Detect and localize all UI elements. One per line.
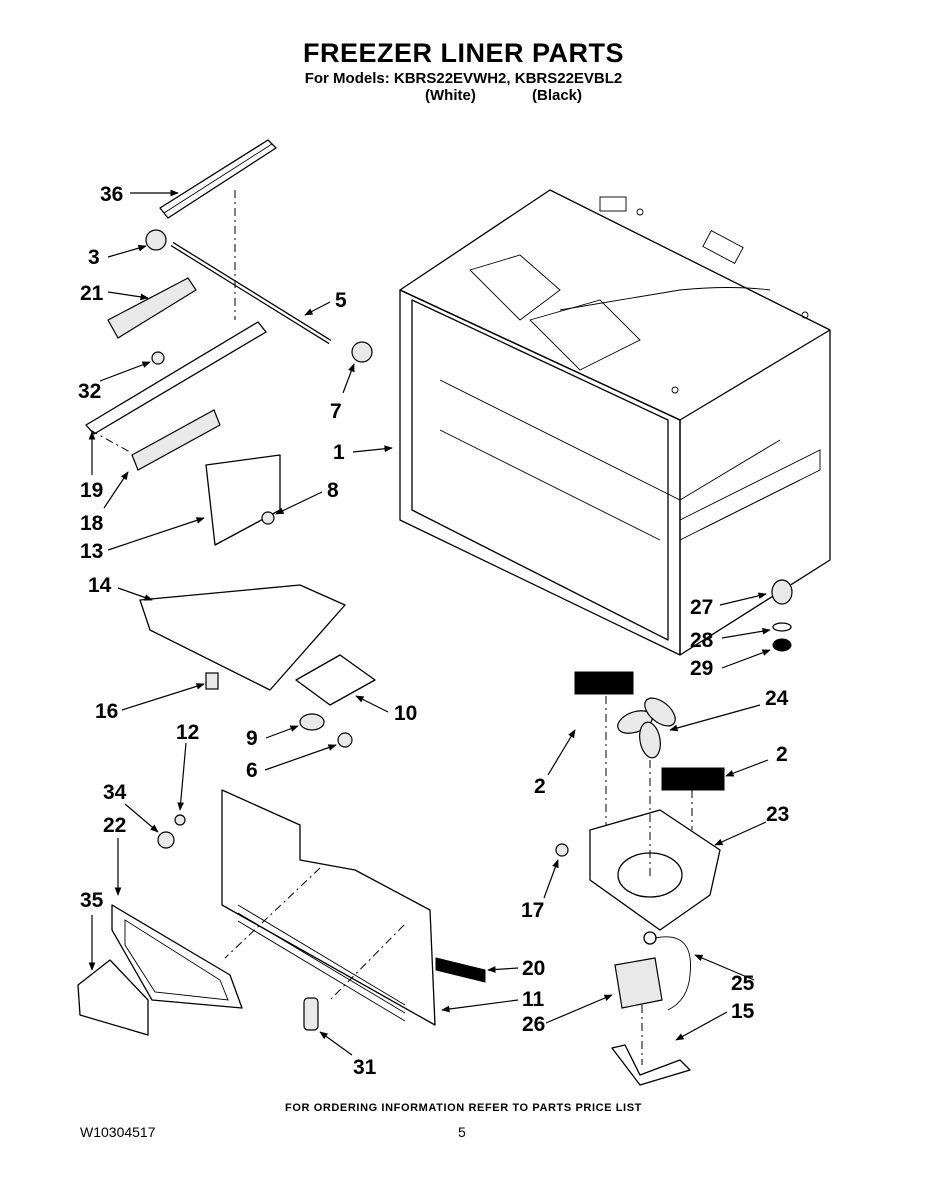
socket-6-drawing (337, 732, 353, 748)
callout-21: 21 (80, 282, 104, 305)
cap-27-drawing (771, 579, 793, 605)
callout-7: 7 (330, 400, 342, 423)
callout-34: 34 (103, 781, 127, 804)
page-title: FREEZER LINER PARTS (302, 38, 624, 68)
bracket-15-drawing (611, 1044, 691, 1086)
rail-19-drawing (85, 321, 267, 435)
callout-2-left: 2 (534, 775, 546, 798)
fan-housing-23-drawing (589, 809, 721, 931)
callout-35: 35 (80, 889, 104, 912)
screw-12-drawing (174, 814, 186, 826)
page-number: 5 (458, 1124, 466, 1140)
callout-27: 27 (690, 596, 713, 619)
strip-20-drawing (435, 957, 486, 983)
panel-11-drawing (221, 789, 436, 1026)
callout-19: 19 (80, 479, 103, 502)
callout-23: 23 (766, 803, 789, 826)
bracket-18-drawing (131, 409, 221, 471)
screw-8-drawing (261, 511, 275, 525)
callout-10: 10 (394, 702, 417, 725)
foam-pad-2-right-drawing (661, 767, 725, 791)
grommet-29-drawing (772, 638, 792, 652)
assembly-line (224, 867, 321, 959)
duct-14-drawing (139, 584, 346, 691)
screw-17-drawing (555, 843, 569, 857)
variant-white: (White) (425, 87, 476, 104)
variant-black: (Black) (532, 87, 583, 104)
callout-17: 17 (521, 899, 544, 922)
bracket-13-drawing (205, 454, 281, 546)
callout-14: 14 (88, 574, 112, 597)
callout-13: 13 (80, 540, 103, 563)
callout-12: 12 (176, 721, 199, 744)
callout-2-right: 2 (776, 743, 788, 766)
trim-35-drawing (77, 959, 149, 1036)
callout-26: 26 (522, 1013, 545, 1036)
models-line: For Models: KBRS22EVWH2, KBRS22EVBL2 (304, 70, 623, 87)
clip-31-drawing (303, 997, 319, 1031)
callout-9: 9 (246, 727, 258, 750)
callout-leaders (88, 189, 771, 1056)
callout-8: 8 (327, 479, 339, 502)
callout-22: 22 (103, 814, 126, 837)
clip-16-drawing (205, 672, 219, 690)
rail-36-drawing (159, 139, 277, 219)
callout-32: 32 (78, 380, 101, 403)
fan-blade-24-drawing (617, 697, 676, 759)
callout-18: 18 (80, 512, 104, 535)
foam-pad-2-left-drawing (574, 671, 634, 695)
callout-24: 24 (765, 687, 789, 710)
guide-21-drawing (107, 277, 197, 339)
screw-32-drawing (151, 351, 165, 365)
assembly-line (89, 429, 131, 453)
gasket-10-drawing (295, 654, 376, 706)
callout-1: 1 (333, 441, 345, 464)
assembly-line (329, 924, 405, 1001)
fan-motor-26-drawing (614, 931, 692, 1011)
callout-16: 16 (95, 700, 118, 723)
callout-36: 36 (100, 183, 123, 206)
socket-34-drawing (157, 831, 175, 849)
freezer-liner-drawing (399, 189, 831, 656)
callout-5: 5 (335, 289, 347, 312)
document-number: W10304517 (80, 1124, 156, 1140)
callout-31: 31 (353, 1056, 377, 1079)
callout-25: 25 (731, 972, 755, 995)
ordering-note: FOR ORDERING INFORMATION REFER TO PARTS … (285, 1102, 642, 1114)
callout-11: 11 (522, 988, 545, 1011)
callout-20: 20 (522, 957, 545, 980)
gear-7-drawing (351, 341, 373, 363)
callout-29: 29 (690, 657, 713, 680)
grille-22-drawing (111, 904, 243, 1009)
washer-28-drawing (772, 622, 792, 632)
callout-labels: 36 3 21 5 32 7 19 1 18 8 13 14 27 28 29 … (78, 183, 789, 1079)
gear-3-drawing (145, 229, 167, 251)
callout-6: 6 (246, 759, 258, 782)
bulb-9-drawing (299, 713, 325, 731)
callout-28: 28 (690, 629, 714, 652)
callout-15: 15 (731, 1000, 755, 1023)
callout-3: 3 (88, 246, 100, 269)
